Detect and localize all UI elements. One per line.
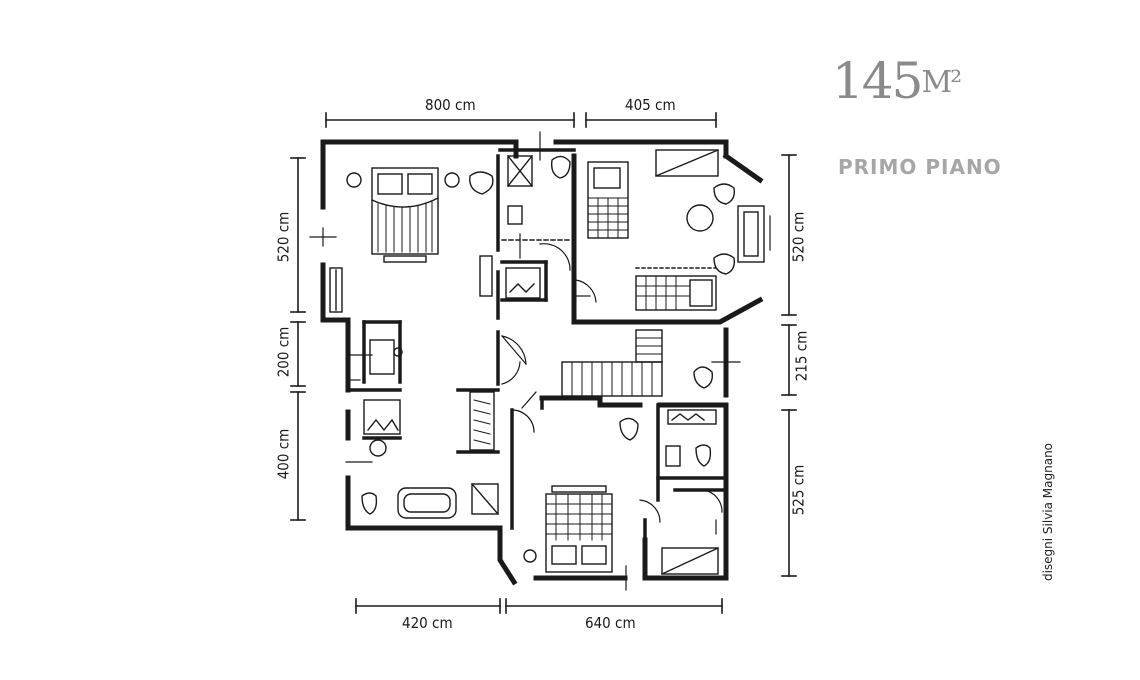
light-points (309, 131, 771, 591)
dim-bottom-left: 420 cm (402, 614, 453, 632)
area-unit: M² (921, 65, 962, 100)
area-value: 145 (832, 52, 923, 110)
bathroom-1-fixtures (501, 155, 571, 299)
dim-bottom-right: 640 cm (585, 614, 636, 632)
outer-walls (320, 139, 764, 586)
bathroom-2-fixtures (361, 439, 499, 519)
dimension-lines (290, 112, 797, 614)
floor-label: PRIMO PIANO (838, 155, 1002, 179)
dim-top-left: 800 cm (425, 96, 476, 114)
wardrobe (363, 339, 495, 451)
staircase (561, 329, 714, 397)
dim-top-right: 405 cm (625, 96, 676, 114)
interior-walls (346, 148, 728, 580)
area-title: 145M² (832, 52, 962, 110)
bathroom-3-fixtures (661, 409, 719, 575)
bedroom-3-furniture (523, 417, 639, 573)
door-swings (501, 243, 723, 523)
bedroom-2-furniture (587, 149, 765, 311)
bedroom-1-furniture (329, 167, 494, 313)
